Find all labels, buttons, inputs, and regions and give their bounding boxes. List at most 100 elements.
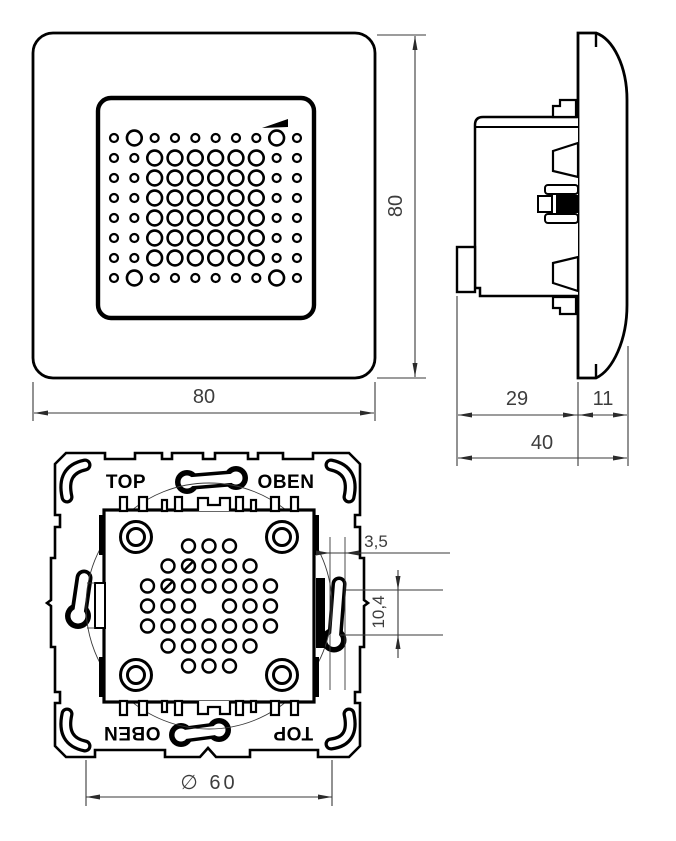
grille-hole-large <box>186 189 205 207</box>
grille-hole-large <box>186 229 205 247</box>
rear-view: TOP OBEN OBEN TOP <box>44 451 450 806</box>
grille-hole-large <box>145 169 164 187</box>
grille-hole-grid <box>108 129 303 287</box>
grille-hole-small <box>271 152 282 164</box>
mounting-circle-dimension: ∅ 60 <box>85 760 333 806</box>
grille-hole-small <box>129 152 140 164</box>
grille-hole-large <box>247 169 266 187</box>
grille-hole-small <box>108 152 120 164</box>
module-hole <box>221 618 238 634</box>
slot-dimensions: 3,5 10,4 <box>316 532 450 690</box>
orientation-label-bottom-right: TOP <box>273 722 313 743</box>
grille-hole-small <box>149 272 160 284</box>
grille-hole-small <box>108 232 120 244</box>
grille-hole-small <box>108 212 120 224</box>
grille-hole-small <box>291 132 303 144</box>
terminal-block <box>455 245 477 294</box>
module-hole <box>201 578 217 594</box>
center-bone-slots <box>169 466 248 747</box>
front-height-dimension: 80 <box>377 34 426 379</box>
grille-hole-large <box>247 149 266 167</box>
grille-hole-small <box>251 132 262 144</box>
front-view: 80 80 <box>31 31 426 421</box>
module-hole <box>201 558 217 574</box>
side-keyhole-slots <box>65 569 347 653</box>
grille-hole-small <box>190 132 201 144</box>
grille-hole-small <box>230 132 242 144</box>
module-hole-grid <box>139 538 279 674</box>
module-hole <box>180 658 197 674</box>
module-hole <box>180 598 197 614</box>
grille-hole-large <box>145 189 164 207</box>
grille-hole-large <box>166 229 184 247</box>
insert-depth-label: 29 <box>506 388 528 410</box>
grille-hole-small <box>129 172 140 184</box>
grille-hole-small <box>190 272 201 284</box>
grille-hole-small <box>169 132 181 144</box>
grille-hole-small <box>291 172 303 184</box>
grille-notch-right <box>312 192 316 214</box>
module-hole <box>180 578 197 594</box>
grille-hole-small <box>271 192 282 204</box>
side-view: 29 11 40 <box>455 31 629 466</box>
module-hole <box>180 538 197 554</box>
grille-hole-small <box>251 272 262 284</box>
grille-hole-small <box>129 252 140 264</box>
module-hole <box>242 598 258 614</box>
module-hole <box>221 638 238 654</box>
module-hole <box>242 638 258 654</box>
corner-fixing-slots <box>59 458 357 753</box>
module-hole <box>221 658 238 674</box>
grille-hole-small <box>210 272 221 284</box>
front-width-label: 80 <box>193 386 215 408</box>
grille-hole-large <box>247 229 266 247</box>
module-hole <box>180 618 197 634</box>
grille-hole-small <box>291 192 303 204</box>
grille-hole-small <box>129 212 140 224</box>
grille-hole-large <box>247 209 266 227</box>
grille-hole-large <box>145 229 164 247</box>
module-hole <box>139 598 156 614</box>
claw-screw-block <box>556 195 578 213</box>
grille-notch-left <box>96 192 100 214</box>
module-hole <box>180 638 197 654</box>
grille-hole-large <box>247 249 266 267</box>
module-hole <box>201 618 217 634</box>
module-hole <box>160 598 176 614</box>
grille-hole-large <box>267 269 286 287</box>
module-hole <box>201 538 217 554</box>
module-hole <box>262 598 279 614</box>
grille-hole-large <box>206 189 225 207</box>
grille-hole-small <box>271 232 282 244</box>
grille-hole-small <box>108 272 120 284</box>
grille-hole-large <box>206 249 225 267</box>
module-hole <box>221 558 238 574</box>
grille-hole-large <box>206 209 225 227</box>
grille-hole-large <box>186 209 205 227</box>
grille-hole-large <box>186 149 205 167</box>
grille-hole-small <box>129 192 140 204</box>
grille-hole-large <box>166 249 184 267</box>
grille-hole-small <box>291 232 303 244</box>
grille-hole-large <box>206 169 225 187</box>
orientation-wedge-mark <box>262 119 288 128</box>
grille-hole-large <box>186 249 205 267</box>
grille-hole-large <box>267 129 286 147</box>
orientation-label-bottom-left: OBEN <box>104 722 161 743</box>
grille-hole-large <box>227 229 245 247</box>
module-hole <box>221 598 238 614</box>
grille-hole-large <box>206 149 225 167</box>
mounting-circle-label: ∅ 60 <box>180 772 237 794</box>
module-hole <box>242 578 258 594</box>
grille-hole-small <box>108 132 120 144</box>
module-hole <box>160 558 176 574</box>
grille-hole-small <box>291 152 303 164</box>
grille-hole-large <box>145 149 164 167</box>
slot-width-label: 3,5 <box>364 532 388 551</box>
front-width-dimension: 80 <box>32 382 376 421</box>
mounting-claws <box>537 98 580 316</box>
grille-hole-small <box>169 272 181 284</box>
support-tab-right <box>316 578 325 648</box>
module-hole <box>201 638 217 654</box>
module-hole <box>160 638 176 654</box>
